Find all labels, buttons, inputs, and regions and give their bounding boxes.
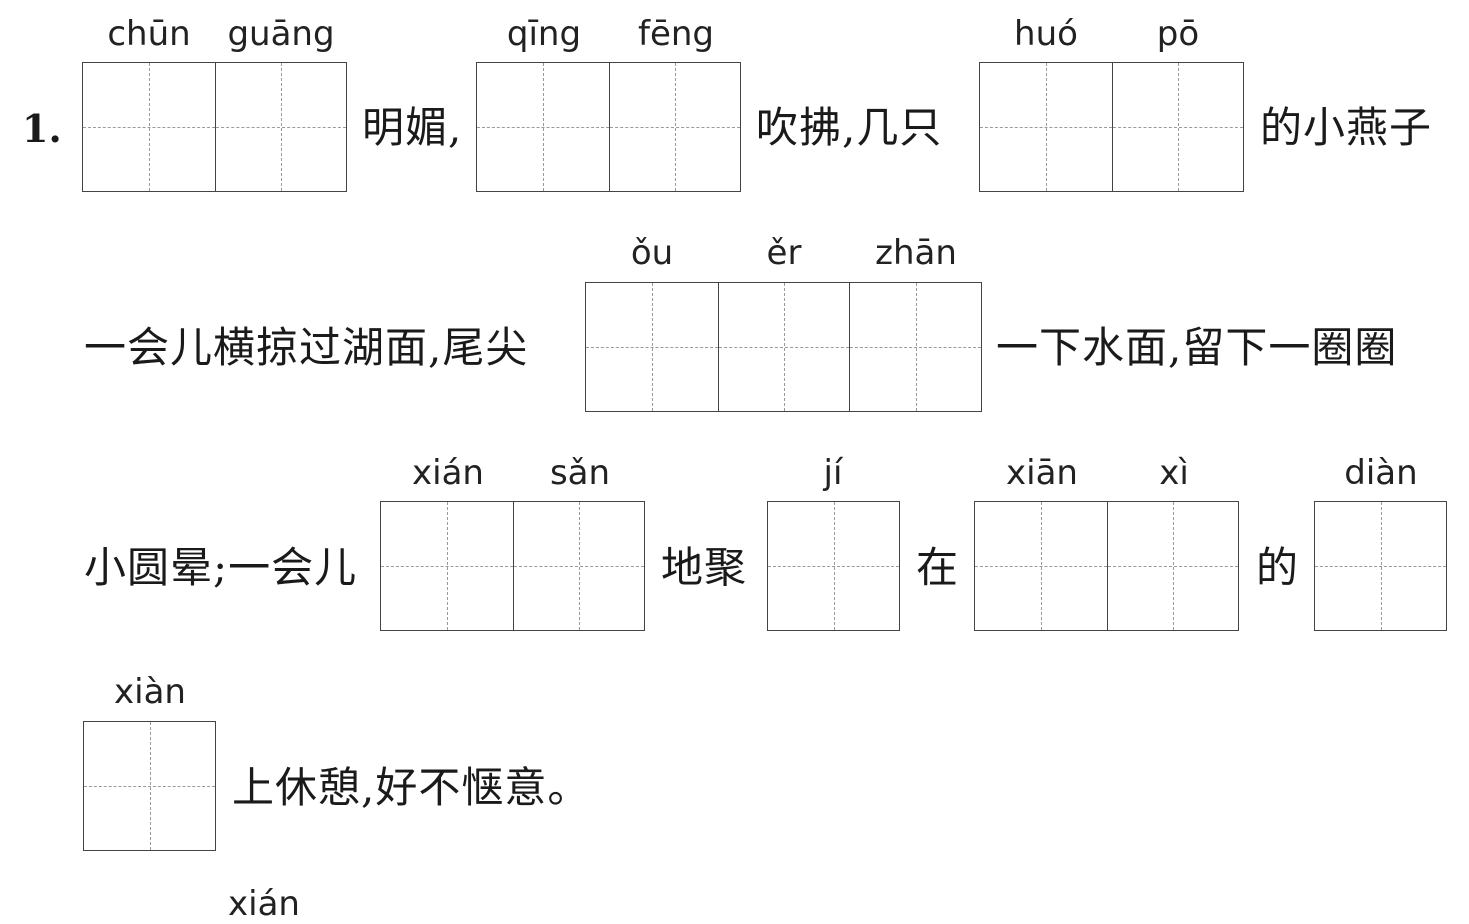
pinyin-label: diàn (1344, 453, 1418, 493)
pinyin-label: guāng (227, 14, 335, 54)
tian-grid-cell[interactable] (849, 283, 981, 411)
answer-box-qingfeng[interactable] (476, 62, 741, 192)
sentence-text: 吹拂,几只 (756, 103, 943, 152)
tian-grid-cell[interactable] (83, 63, 215, 191)
sentence-text: 明媚, (362, 103, 463, 152)
answer-box-chunguang[interactable] (82, 62, 347, 192)
tian-grid-cell[interactable] (477, 63, 609, 191)
pinyin-label: zhān (875, 233, 957, 273)
pinyin-label: pō (1156, 14, 1200, 54)
question-number: 1. (22, 106, 62, 151)
pinyin-label: xiān (1006, 453, 1078, 493)
pinyin-label: chūn (107, 14, 191, 54)
answer-box-dian[interactable] (1314, 501, 1447, 631)
answer-box-ouerzhan[interactable] (585, 282, 982, 412)
pinyin-label: ǒu (630, 233, 674, 273)
sentence-text: 一会儿横掠过湖面,尾尖 (84, 323, 529, 372)
pinyin-label: sǎn (549, 453, 611, 493)
tian-grid-cell[interactable] (980, 63, 1112, 191)
tian-grid-cell[interactable] (512, 502, 645, 630)
sentence-text: 的小燕子 (1260, 103, 1433, 152)
tian-grid-cell[interactable] (608, 63, 741, 191)
sentence-text: 的 (1256, 543, 1300, 592)
pinyin-label: jí (823, 453, 843, 493)
tian-grid-cell[interactable] (717, 283, 850, 411)
answer-box-huopo[interactable] (979, 62, 1244, 192)
tian-grid-cell[interactable] (1111, 63, 1244, 191)
tian-grid-cell[interactable] (1106, 502, 1239, 630)
tian-grid-cell[interactable] (84, 722, 215, 850)
sentence-text: 上休憩,好不惬意。 (232, 763, 591, 812)
answer-box-xiansan[interactable] (380, 501, 645, 631)
sentence-text: 一下水面,留下一圈圈 (996, 323, 1398, 372)
answer-box-xian[interactable] (83, 721, 216, 851)
pinyin-label: xián (412, 453, 484, 493)
tian-grid-cell[interactable] (768, 502, 899, 630)
tian-grid-cell[interactable] (214, 63, 347, 191)
pinyin-label: fēng (637, 14, 715, 54)
sentence-text: 在 (916, 543, 960, 592)
pinyin-label: ěr (766, 233, 802, 273)
answer-box-xianxi[interactable] (974, 501, 1239, 631)
answer-box-ji[interactable] (767, 501, 900, 631)
tian-grid-cell[interactable] (381, 502, 513, 630)
tian-grid-cell[interactable] (586, 283, 718, 411)
tian-grid-cell[interactable] (1315, 502, 1446, 630)
pinyin-label: huó (1014, 14, 1078, 54)
cut-off-pinyin-label: xián (228, 884, 300, 924)
pinyin-label: xì (1159, 453, 1189, 493)
sentence-text: 小圆晕;一会儿 (84, 543, 358, 592)
sentence-text: 地聚 (661, 543, 748, 592)
tian-grid-cell[interactable] (975, 502, 1107, 630)
pinyin-label: xiàn (114, 672, 186, 712)
pinyin-label: qīng (506, 14, 582, 54)
